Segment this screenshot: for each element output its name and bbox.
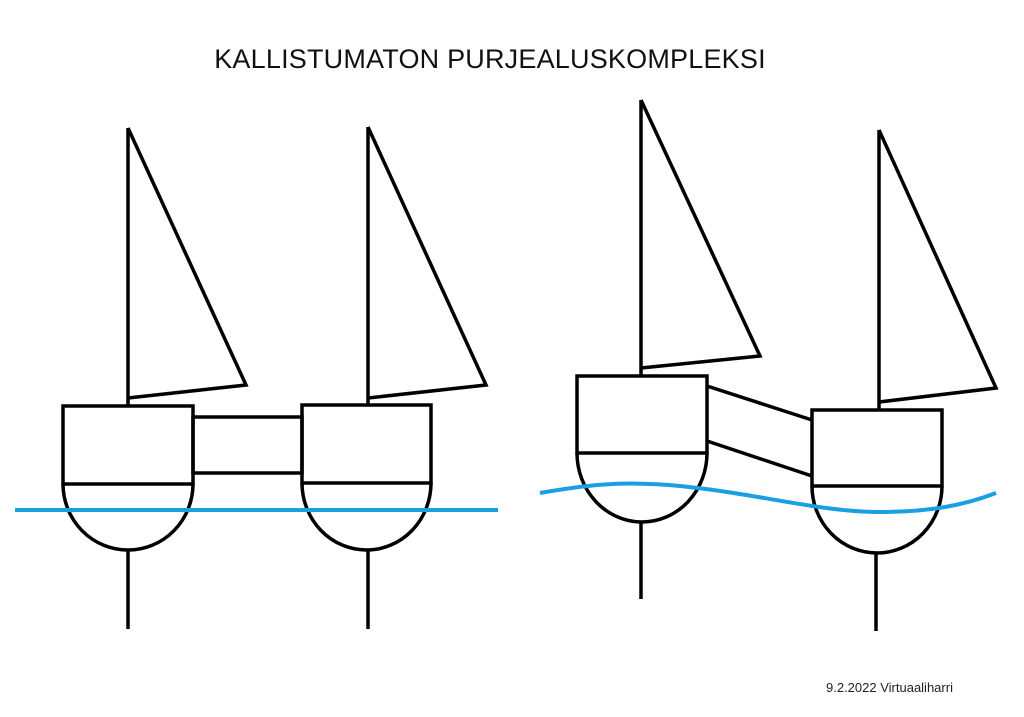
connector-lower <box>706 439 813 478</box>
right-complex-waves <box>539 99 999 631</box>
hull-cabin <box>810 408 944 488</box>
hull-bottom <box>61 483 195 552</box>
connector-upper <box>706 384 813 422</box>
hull-cabin <box>61 404 195 486</box>
date-author-credit: 9.2.2022 Virtuaaliharri <box>826 680 953 695</box>
water-line-wavy <box>539 481 997 515</box>
diagram-title: KALLISTUMATON PURJEALUSKOMPLEKSI <box>214 44 766 74</box>
sailboat-right-2 <box>810 129 999 631</box>
sail <box>126 127 249 400</box>
sail <box>877 129 999 404</box>
hull-bottom <box>300 482 433 552</box>
sail <box>639 99 763 370</box>
hull-bottom <box>810 485 944 555</box>
rigid-connector <box>191 415 304 475</box>
hull-cabin <box>575 374 709 455</box>
hull-cabin <box>300 403 433 485</box>
sailboat-left-1 <box>61 127 249 629</box>
sailboat-left-2 <box>300 126 489 629</box>
left-complex-level <box>15 126 498 629</box>
sail <box>366 126 489 400</box>
sailboat-right-1 <box>575 99 763 599</box>
